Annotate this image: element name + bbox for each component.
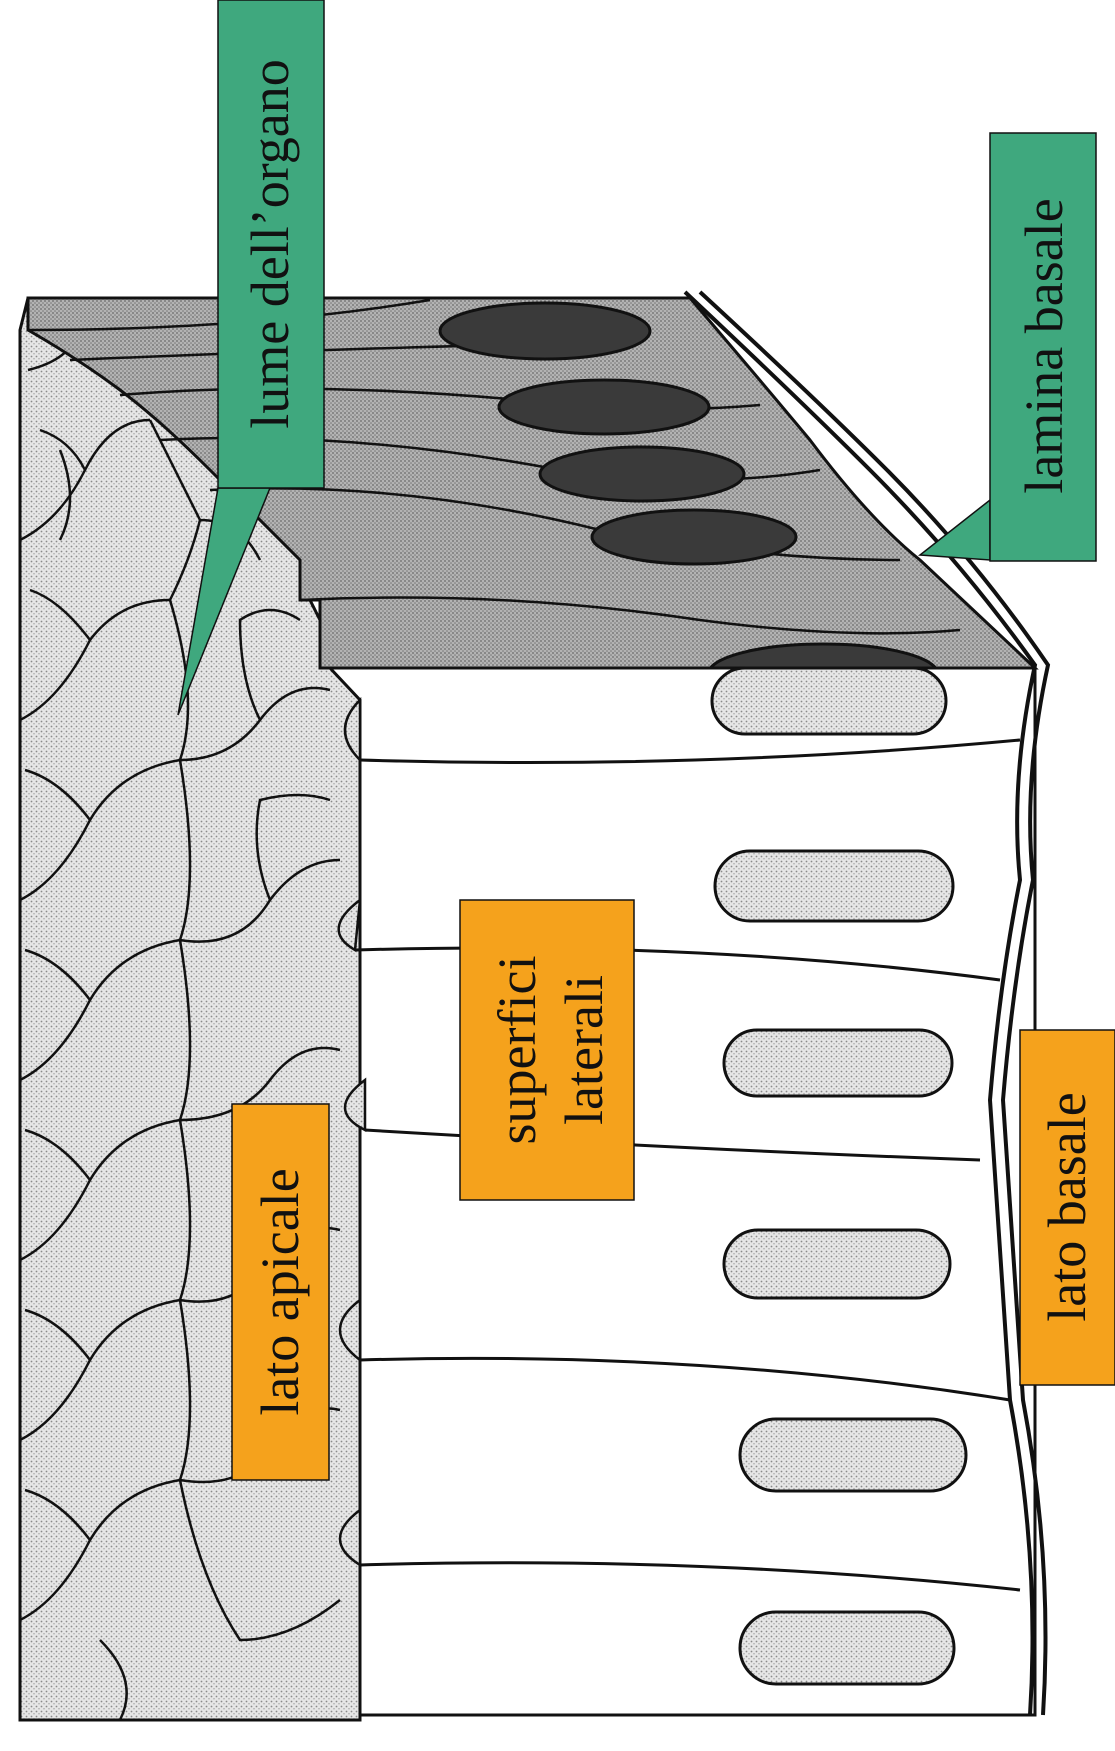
basal-lamina-label: lamina basale (1014, 198, 1074, 493)
lateral-surfaces-label-line1: superfici (487, 956, 547, 1145)
basal-lamina-callout: lamina basale (920, 133, 1096, 561)
apical-side-callout: lato apicale (232, 1104, 329, 1480)
lumen-label: lume dell’organo (240, 59, 300, 428)
columnar-cells (330, 668, 1035, 1715)
apical-side-label: lato apicale (250, 1168, 310, 1415)
basal-side-callout: lato basale (1020, 1030, 1115, 1385)
lateral-surfaces-callout: superfici laterali (460, 900, 634, 1200)
lateral-surfaces-label-line2: laterali (554, 975, 614, 1125)
basal-side-label: lato basale (1037, 1092, 1097, 1321)
